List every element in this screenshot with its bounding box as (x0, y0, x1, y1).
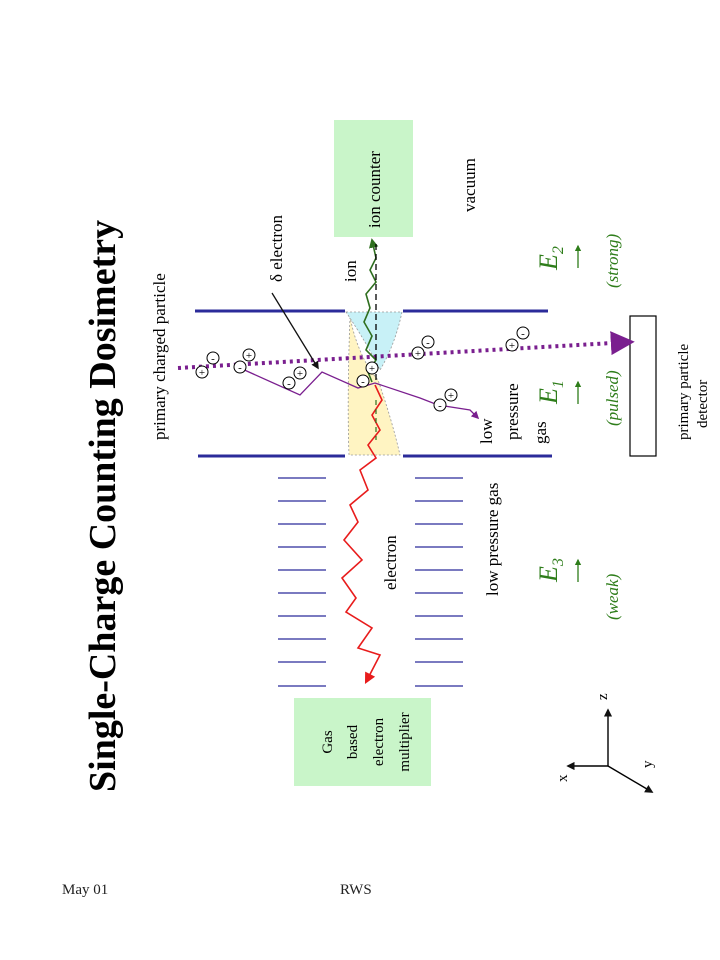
multiplier-box (294, 698, 431, 786)
field-e1-sub: 1 (550, 380, 567, 388)
low-pressure-gas-stacked-3: gas (531, 421, 550, 444)
ion-label: ion (341, 260, 360, 282)
minus-charge: - (233, 360, 247, 374)
vacuum-label: vacuum (460, 158, 479, 212)
low-pressure-gas-stacked-2: pressure (503, 383, 522, 440)
minus-charge: - (433, 398, 447, 412)
plus-charge: + (505, 338, 519, 352)
field-e2-name: E (534, 254, 563, 271)
electron-track (340, 384, 383, 684)
multiplier-label: Gas based electron multiplier (320, 712, 413, 771)
svg-text:-: - (426, 337, 430, 349)
axis-x-label: x (555, 774, 571, 782)
field-e3-note: (weak) (603, 573, 622, 620)
ion-track (363, 238, 379, 383)
primary-particle-track (177, 331, 635, 370)
axis-z-label: z (595, 693, 611, 700)
field-e2: E2 (strong) (534, 234, 622, 288)
primary-detector-line1: primary particle (676, 343, 692, 440)
field-e1: E1 (pulsed) (534, 370, 622, 426)
svg-text:E1: E1 (534, 380, 567, 405)
coordinate-axes: z x y (555, 693, 656, 793)
svg-text:-: - (361, 376, 365, 388)
svg-text:+: + (246, 350, 252, 362)
delta-electron-label: δ electron (267, 214, 286, 282)
minus-charge: - (282, 376, 296, 390)
field-e2-sub: 2 (550, 246, 567, 254)
delta-pointer-arrow (271, 292, 319, 370)
slide-title: Single-Charge Counting Dosimetry (82, 220, 124, 792)
svg-text:+: + (199, 367, 205, 379)
multiplier-grid (278, 477, 463, 687)
field-e2-note: (strong) (603, 234, 622, 288)
minus-charge: - (206, 351, 220, 365)
svg-text:+: + (509, 340, 515, 352)
svg-text:-: - (211, 353, 215, 365)
plus-charge: + (411, 346, 425, 360)
svg-text:E3: E3 (534, 558, 567, 583)
plus-charge: + (365, 361, 379, 375)
electrode-plates (195, 309, 552, 458)
low-pressure-gas-label: low pressure gas (483, 483, 502, 596)
minus-charge: - (421, 335, 435, 349)
field-e3-name: E (534, 566, 563, 583)
svg-text:+: + (448, 390, 454, 402)
plus-charge: + (195, 365, 209, 379)
plus-charge: + (293, 366, 307, 380)
primary-detector-line2: detector (695, 380, 711, 428)
multiplier-label-line2: based (345, 724, 361, 759)
field-e1-name: E (534, 388, 563, 405)
svg-text:+: + (369, 363, 375, 375)
svg-text:+: + (415, 348, 421, 360)
svg-text:-: - (238, 362, 242, 374)
svg-text:-: - (287, 378, 291, 390)
svg-text:-: - (438, 400, 442, 412)
svg-text:-: - (521, 328, 525, 340)
plus-charge: + (444, 388, 458, 402)
low-pressure-gas-stacked-1: low (477, 418, 496, 444)
multiplier-label-line4: multiplier (397, 712, 413, 771)
multiplier-label-line1: Gas (320, 730, 336, 753)
ion-counter-box (334, 120, 413, 237)
field-e3-sub: 3 (550, 558, 567, 567)
field-e3: E3 (weak) (534, 558, 622, 620)
footer-date: May 01 (62, 882, 109, 898)
svg-text:+: + (297, 368, 303, 380)
minus-charge: - (516, 326, 530, 340)
axis-y-label: y (640, 760, 656, 768)
ion-counter-label: ion counter (365, 151, 384, 228)
delta-electron-track (239, 367, 480, 420)
electron-label: electron (381, 535, 400, 590)
primary-charged-particle-label: primary charged particle (150, 273, 169, 440)
minus-charge: - (356, 374, 370, 388)
charge-markers: + - - + - + - + + - - + + - (195, 326, 530, 412)
footer-author: RWS (340, 882, 372, 898)
multiplier-label-line3: electron (371, 717, 387, 766)
svg-text:E2: E2 (534, 246, 567, 271)
low-pressure-gas-region (347, 315, 401, 456)
ion-region (345, 311, 403, 371)
plus-charge: + (242, 348, 256, 362)
primary-detector (629, 315, 657, 457)
field-e1-note: (pulsed) (603, 370, 622, 426)
